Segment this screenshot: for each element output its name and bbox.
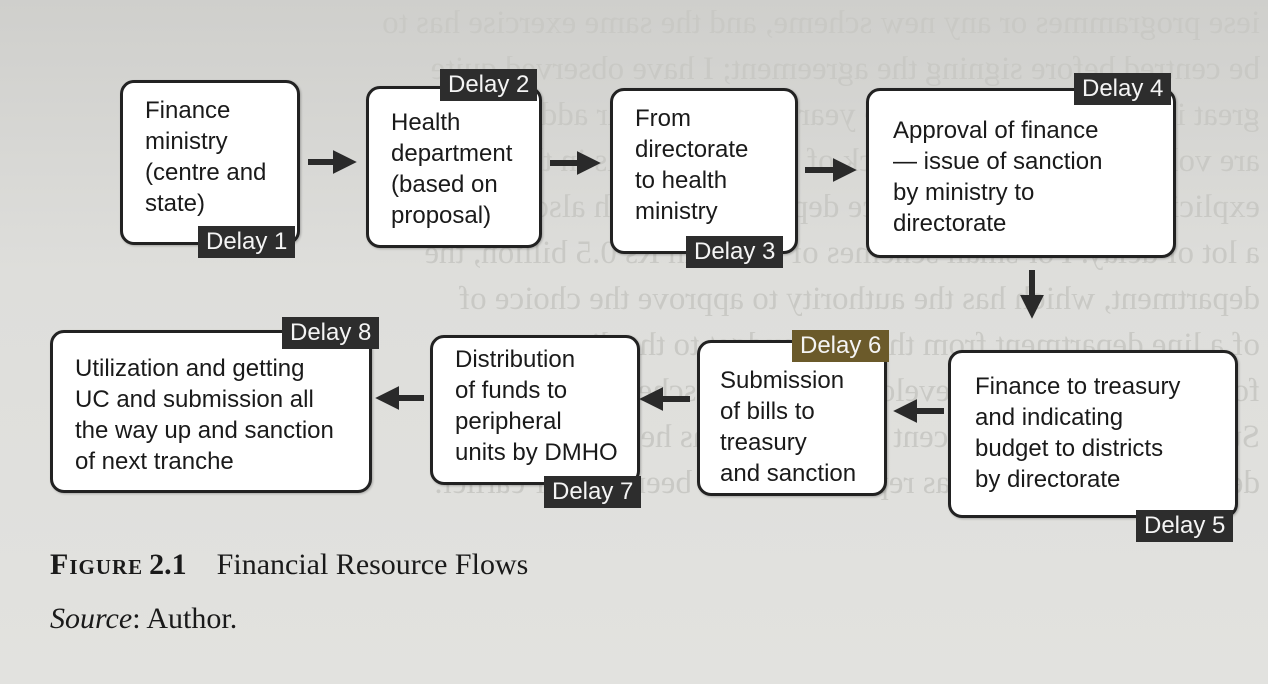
- stage-text-6: Submission of bills to treasury and sanc…: [720, 367, 857, 487]
- stage-text-3: From directorate to health ministry: [635, 105, 749, 225]
- figure-title: Financial Resource Flows: [216, 548, 529, 581]
- source-text: : Author.: [132, 602, 238, 635]
- stage-box-4: Approval of finance — issue of sanction …: [866, 88, 1176, 258]
- stage-text-7: Distribution of funds to peripheral unit…: [455, 346, 618, 466]
- stage-box-8: Utilization and getting UC and submissio…: [50, 330, 372, 493]
- stage-box-7: Distribution of funds to peripheral unit…: [430, 335, 640, 485]
- source-line: Source: Author.: [50, 602, 237, 636]
- delay-badge-4: Delay 4: [1074, 73, 1172, 105]
- stage-text-1: Finance ministry (centre and state): [145, 97, 267, 217]
- stage-box-3: From directorate to health ministry: [610, 88, 798, 254]
- delay-badge-1: Delay 1: [198, 226, 296, 258]
- figure-number: 2.1: [149, 548, 187, 581]
- delay-badge-7: Delay 7: [544, 476, 642, 508]
- delay-badge-2: Delay 2: [440, 69, 538, 101]
- stage-text-2: Health department (based on proposal): [391, 109, 513, 229]
- delay-badge-5: Delay 5: [1136, 510, 1234, 542]
- stage-box-2: Health department (based on proposal): [366, 86, 542, 248]
- delay-badge-3: Delay 3: [686, 236, 784, 268]
- stage-box-1: Finance ministry (centre and state): [120, 80, 300, 245]
- stage-text-4: Approval of finance — issue of sanction …: [893, 117, 1103, 237]
- delay-badge-8: Delay 8: [282, 317, 380, 349]
- figure-label: Figure: [50, 548, 144, 581]
- source-label: Source: [50, 602, 133, 635]
- stage-box-6: Submission of bills to treasury and sanc…: [697, 340, 887, 496]
- stage-text-8: Utilization and getting UC and submissio…: [75, 355, 334, 475]
- stage-text-5: Finance to treasury and indicating budge…: [975, 373, 1181, 493]
- stage-box-5: Finance to treasury and indicating budge…: [948, 350, 1238, 518]
- delay-badge-6: Delay 6: [792, 330, 890, 362]
